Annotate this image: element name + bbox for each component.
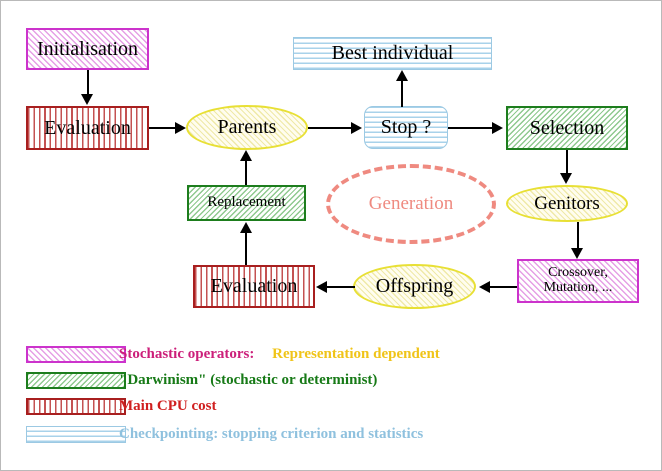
legend-row-stochastic: Stochastic operators: Representation dep…	[1, 341, 661, 367]
node-crossover-line1: Crossover,	[548, 265, 608, 281]
legend-row-cpu-cost: Main CPU cost	[1, 393, 661, 419]
legend-label-cpu-cost: Main CPU cost	[119, 397, 217, 414]
node-parents[interactable]: Parents	[186, 105, 308, 150]
legend-swatch-red-vertical-lines	[26, 397, 126, 415]
legend-label-darwinism: "Darwinism" (stochastic or determinist)	[119, 371, 378, 388]
legend-row-checkpointing: Checkpointing: stopping criterion and st…	[1, 419, 661, 449]
legend-label-representation: Representation dependent	[272, 345, 440, 362]
node-replacement-label: Replacement	[207, 194, 286, 211]
legend-swatch-blue-horizontal-lines	[26, 425, 126, 443]
node-evaluation-top-label: Evaluation	[44, 116, 131, 139]
node-genitors-label: Genitors	[534, 192, 600, 214]
node-offspring-label: Offspring	[375, 275, 454, 297]
legend-swatch-green-diagonal-hatch	[26, 371, 126, 389]
node-parents-label: Parents	[217, 116, 277, 138]
node-crossover-mutation[interactable]: Crossover, Mutation, ...	[517, 259, 639, 303]
legend-text-checkpointing: Checkpointing: stopping criterion and st…	[119, 426, 423, 443]
node-genitors[interactable]: Genitors	[506, 185, 628, 222]
node-best-individual-label: Best individual	[331, 42, 454, 64]
node-evaluation-bottom-label: Evaluation	[210, 275, 298, 297]
legend-row-darwinism: "Darwinism" (stochastic or determinist)	[1, 367, 661, 393]
legend-label-stochastic: Stochastic operators:	[119, 345, 255, 362]
node-initialisation-label: Initialisation	[36, 37, 139, 60]
legend-text-darwinism: "Darwinism" (stochastic or determinist)	[119, 372, 377, 389]
node-crossover-line2: Mutation, ...	[543, 280, 613, 295]
node-selection-label: Selection	[529, 116, 605, 139]
legend: Stochastic operators: Representation dep…	[1, 341, 661, 449]
legend-swatch-magenta-diagonal-hatch	[26, 345, 126, 363]
node-initialisation[interactable]: Initialisation	[26, 28, 149, 70]
node-best-individual[interactable]: Best individual	[293, 37, 492, 70]
node-stop[interactable]: Stop ?	[364, 106, 448, 149]
legend-text-stochastic: Stochastic operators: Representation dep…	[119, 346, 440, 363]
node-generation: Generation	[326, 164, 496, 244]
node-generation-label: Generation	[368, 193, 454, 214]
node-evaluation-top[interactable]: Evaluation	[26, 106, 149, 150]
legend-text-cpu-cost: Main CPU cost	[119, 398, 217, 415]
node-replacement[interactable]: Replacement	[187, 185, 306, 221]
node-selection[interactable]: Selection	[506, 106, 628, 150]
node-evaluation-bottom[interactable]: Evaluation	[193, 265, 315, 308]
node-stop-label: Stop ?	[380, 116, 432, 138]
node-offspring[interactable]: Offspring	[353, 264, 476, 309]
legend-label-checkpointing: Checkpointing: stopping criterion and st…	[119, 425, 424, 442]
